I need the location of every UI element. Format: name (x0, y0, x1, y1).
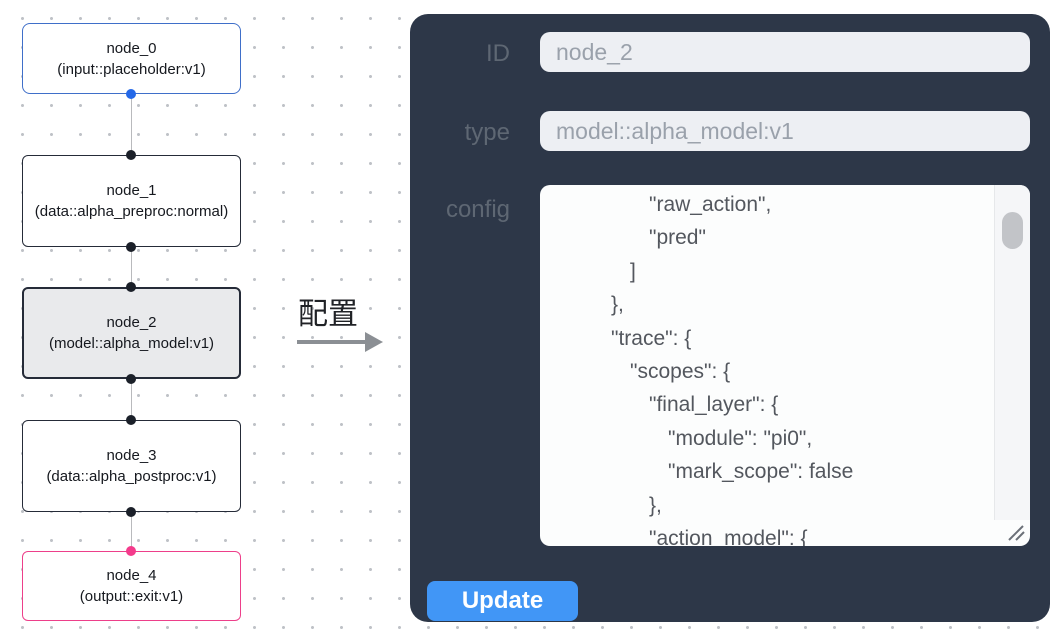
config-panel: ID type config "raw_action", "pred" ] },… (410, 14, 1050, 622)
port-handle-input-pink[interactable] (126, 546, 136, 556)
config-line: "raw_action", (649, 193, 772, 216)
arrow-shaft (297, 340, 367, 344)
arrow-head (365, 332, 383, 352)
node-name: node_0 (106, 39, 157, 57)
node-type: (output::exit:v1) (79, 588, 184, 605)
id-field-label: ID (486, 40, 510, 67)
port-handle-output[interactable] (126, 507, 136, 517)
resize-handle-icon[interactable] (1003, 522, 1027, 542)
config-line: "action_model": { (649, 527, 808, 546)
config-line: "scopes": { (630, 360, 731, 384)
graph-node-1[interactable]: node_1 (data::alpha_preproc:normal) (22, 155, 241, 247)
type-field-input[interactable] (540, 111, 1030, 151)
config-line: }, (649, 493, 662, 517)
edge-connector (130, 247, 132, 287)
config-textarea[interactable]: "raw_action", "pred" ] }, "trace": { "sc… (540, 185, 1030, 546)
port-handle-output-blue[interactable] (126, 89, 136, 99)
graph-node-0[interactable]: node_0 (input::placeholder:v1) (22, 23, 241, 94)
config-scrollbar[interactable] (994, 185, 1030, 520)
graph-node-4[interactable]: node_4 (output::exit:v1) (22, 551, 241, 621)
id-field-input[interactable] (540, 32, 1030, 72)
config-line: "trace": { (611, 326, 692, 350)
config-line: "pred" (649, 226, 706, 250)
arrow-right-icon (297, 330, 387, 354)
config-line: "module": "pi0", (668, 426, 813, 450)
port-handle-output[interactable] (126, 374, 136, 384)
config-line: }, (611, 293, 624, 317)
edge-connector (130, 94, 132, 155)
node-name: node_1 (106, 182, 157, 199)
config-field-label: config (445, 196, 510, 223)
port-handle-input[interactable] (126, 150, 136, 160)
node-type: (input::placeholder:v1) (57, 60, 206, 78)
config-scrollbar-thumb[interactable] (1002, 212, 1023, 249)
config-line: "mark_scope": false (668, 460, 854, 484)
graph-node-2-selected[interactable]: node_2 (model::alpha_model:v1) (22, 287, 241, 379)
type-field-label: type (464, 119, 510, 146)
port-handle-input[interactable] (126, 282, 136, 292)
port-handle-input[interactable] (126, 415, 136, 425)
node-name: node_2 (106, 314, 157, 331)
config-line: ] (630, 259, 636, 283)
node-name: node_4 (106, 567, 157, 584)
node-type: (model::alpha_model:v1) (48, 335, 215, 352)
node-type: (data::alpha_preproc:normal) (34, 203, 229, 220)
transition-label: 配置 (298, 298, 358, 331)
update-button[interactable]: Update (427, 581, 578, 621)
port-handle-output[interactable] (126, 242, 136, 252)
node-name: node_3 (106, 447, 157, 464)
graph-node-3[interactable]: node_3 (data::alpha_postproc:v1) (22, 420, 241, 512)
node-type: (data::alpha_postproc:v1) (46, 468, 217, 485)
edge-connector (130, 379, 132, 420)
edge-connector (130, 512, 132, 551)
config-line: "final_layer": { (649, 393, 779, 417)
config-code: "raw_action", "pred" ] }, "trace": { "sc… (540, 188, 993, 546)
